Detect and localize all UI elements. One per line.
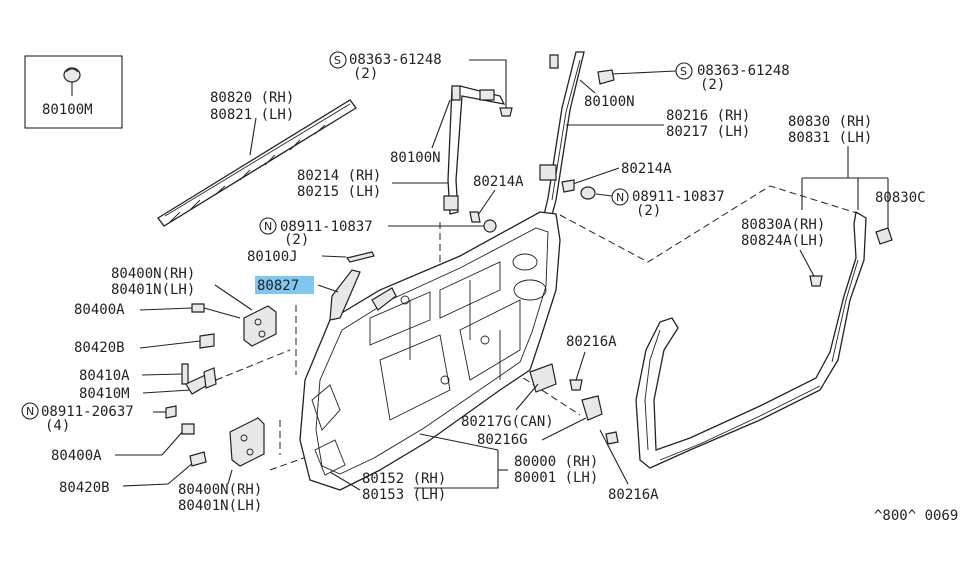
label-80400a-upper: 80400A <box>74 302 125 318</box>
label-80100n-mid: 80100N <box>390 150 441 166</box>
part-latch-striker <box>529 363 603 421</box>
label-80216: 80216 (RH) <box>666 108 750 124</box>
part-door-weatherstrip <box>635 210 867 469</box>
part-door-shell <box>299 211 561 491</box>
label-80214: 80214 (RH) <box>297 168 381 184</box>
label-80830: 80830 (RH) <box>788 114 872 130</box>
footer-reference: ^800^ 0069 <box>874 508 958 524</box>
highlight-80827 <box>255 276 314 294</box>
label-80216a-upper: 80216A <box>566 334 617 350</box>
label-80216a-lower: 80216A <box>608 487 659 503</box>
label-80400n-upper: 80400N(RH) <box>111 266 195 282</box>
label-80824a: 80824A(LH) <box>741 233 825 249</box>
label-80214a-right: 80214A <box>621 161 672 177</box>
label-80000: 80000 (RH) <box>514 454 598 470</box>
part-check-link <box>185 367 217 395</box>
label-80217: 80217 (LH) <box>666 124 750 140</box>
part-weatherstrip-outer <box>157 99 357 227</box>
label-08363-right: 08363-61248 <box>697 63 790 79</box>
label-80827: 80827 <box>257 278 299 294</box>
label-80217g: 80217G(CAN) <box>461 414 554 430</box>
label-80821: 80821 (LH) <box>210 107 294 123</box>
s-symbol-08363-right: S <box>675 62 693 80</box>
label-80215: 80215 (LH) <box>297 184 381 200</box>
part-80100j <box>345 251 375 263</box>
label-80100j: 80100J <box>247 249 298 265</box>
label-80830a: 80830A(RH) <box>741 217 825 233</box>
s-symbol-08363-top: S <box>329 51 347 69</box>
label-08363-top: 08363-61248 <box>349 52 442 68</box>
part-80100m <box>24 55 123 129</box>
label-80400a-lower: 80400A <box>51 448 102 464</box>
label-80400n-lower: 80400N(RH) <box>178 482 262 498</box>
label-80420b-upper: 80420B <box>74 340 125 356</box>
label-80401n-upper: 80401N(LH) <box>111 282 195 298</box>
label-80001: 80001 (LH) <box>514 470 598 486</box>
label-80216g: 80216G <box>477 432 528 448</box>
label-80410a: 80410A <box>79 368 130 384</box>
svg-text:N: N <box>616 191 624 204</box>
label-08363-top-qty: (2) <box>353 66 378 82</box>
label-08911-right-qty: (2) <box>636 203 661 219</box>
label-80420b-lower: 80420B <box>59 480 110 496</box>
label-80410m: 80410M <box>79 386 130 402</box>
label-08911-lower-qty: (4) <box>45 418 70 434</box>
svg-text:N: N <box>264 220 272 233</box>
n-symbol-08911-lower: N <box>21 402 39 420</box>
svg-text:S: S <box>680 65 687 78</box>
label-08911-left: 08911-10837 <box>280 219 373 235</box>
label-80152: 80152 (RH) <box>362 471 446 487</box>
dash-outline-window <box>559 185 861 263</box>
label-80100m: 80100M <box>42 102 93 118</box>
n-symbol-08911-right: N <box>611 188 629 206</box>
label-80214a-left: 80214A <box>473 174 524 190</box>
label-08911-left-qty: (2) <box>284 232 309 248</box>
part-sash-front <box>443 85 506 215</box>
svg-text:S: S <box>334 54 341 67</box>
label-80831: 80831 (LH) <box>788 130 872 146</box>
label-08363-right-qty: (2) <box>700 77 725 93</box>
label-80820: 80820 (RH) <box>210 90 294 106</box>
n-symbol-08911-left: N <box>259 217 277 235</box>
label-80830c: 80830C <box>875 190 926 206</box>
label-80401n-lower: 80401N(LH) <box>178 498 262 514</box>
part-sash-rear <box>539 51 585 216</box>
part-hinge-lower <box>229 417 265 467</box>
label-80100n-top: 80100N <box>584 94 635 110</box>
part-hinge-upper <box>243 305 277 347</box>
svg-text:N: N <box>26 405 34 418</box>
label-08911-lower: 08911-20637 <box>41 404 134 420</box>
part-80827 <box>329 269 361 321</box>
label-08911-right: 08911-10837 <box>632 189 725 205</box>
label-80153: 80153 (LH) <box>362 487 446 503</box>
